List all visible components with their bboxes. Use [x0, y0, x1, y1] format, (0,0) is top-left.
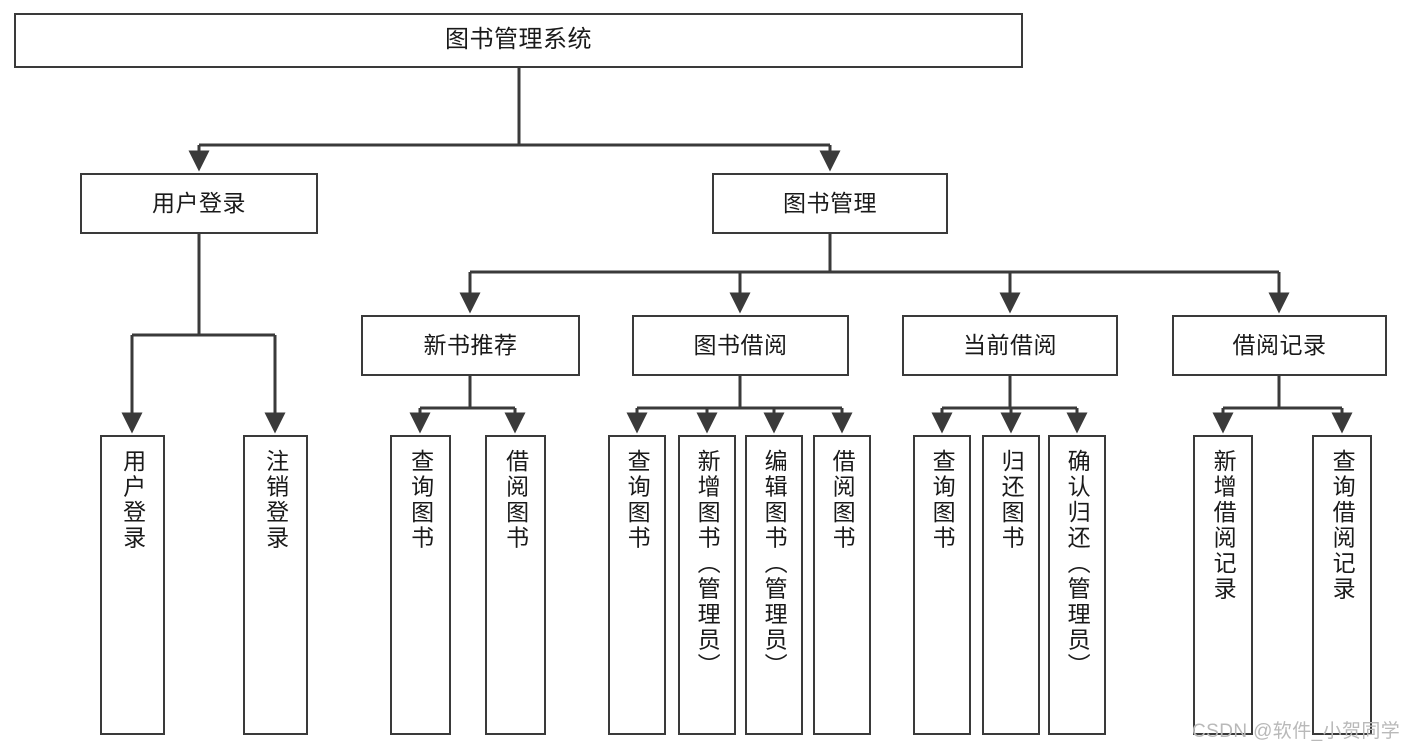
node-leaf-borrow-book-1[interactable]: 借阅图书	[485, 435, 546, 735]
node-book-manage[interactable]: 图书管理	[712, 173, 948, 234]
node-leaf-query-book-2-label: 查询图书	[624, 449, 651, 551]
node-leaf-add-record-label: 新增借阅记录	[1210, 449, 1237, 602]
node-leaf-borrow-book-2-label: 借阅图书	[829, 449, 856, 551]
node-leaf-return-book-label: 归还图书	[998, 449, 1025, 551]
node-leaf-add-book-label: 新增图书（管理员）	[694, 449, 721, 679]
node-leaf-borrow-book-2[interactable]: 借阅图书	[813, 435, 871, 735]
node-borrow-record-label: 借阅记录	[1232, 331, 1327, 358]
node-leaf-query-record[interactable]: 查询借阅记录	[1312, 435, 1372, 735]
node-leaf-confirm-return[interactable]: 确认归还（管理员）	[1048, 435, 1106, 735]
node-user-login[interactable]: 用户登录	[80, 173, 318, 234]
node-leaf-edit-book-label: 编辑图书（管理员）	[761, 449, 788, 679]
node-leaf-edit-book[interactable]: 编辑图书（管理员）	[745, 435, 803, 735]
node-leaf-user-logout[interactable]: 注销登录	[243, 435, 308, 735]
node-user-login-label: 用户登录	[152, 189, 246, 216]
node-leaf-query-book-1[interactable]: 查询图书	[390, 435, 451, 735]
node-book-borrow-label: 图书借阅	[693, 331, 788, 358]
node-leaf-user-login[interactable]: 用户登录	[100, 435, 165, 735]
node-leaf-confirm-return-label: 确认归还（管理员）	[1064, 449, 1091, 679]
node-root[interactable]: 图书管理系统	[14, 13, 1023, 68]
node-root-label: 图书管理系统	[445, 26, 592, 54]
node-leaf-query-book-3[interactable]: 查询图书	[913, 435, 971, 735]
node-leaf-return-book[interactable]: 归还图书	[982, 435, 1040, 735]
node-new-book-recommend[interactable]: 新书推荐	[361, 315, 580, 376]
node-borrow-record[interactable]: 借阅记录	[1172, 315, 1387, 376]
node-leaf-query-book-3-label: 查询图书	[929, 449, 956, 551]
watermark: CSDN @软件_小贺同学	[1192, 721, 1401, 742]
node-leaf-user-login-label: 用户登录	[119, 449, 146, 551]
node-leaf-query-book-2[interactable]: 查询图书	[608, 435, 666, 735]
node-leaf-borrow-book-1-label: 借阅图书	[502, 449, 529, 551]
node-leaf-query-book-1-label: 查询图书	[407, 449, 434, 551]
node-book-manage-label: 图书管理	[783, 189, 877, 216]
node-book-borrow[interactable]: 图书借阅	[632, 315, 849, 376]
node-leaf-add-record[interactable]: 新增借阅记录	[1193, 435, 1253, 735]
node-leaf-user-logout-label: 注销登录	[262, 449, 289, 551]
node-current-borrow-label: 当前借阅	[963, 331, 1057, 358]
node-leaf-query-record-label: 查询借阅记录	[1329, 449, 1356, 602]
node-leaf-add-book[interactable]: 新增图书（管理员）	[678, 435, 736, 735]
node-current-borrow[interactable]: 当前借阅	[902, 315, 1118, 376]
node-new-book-recommend-label: 新书推荐	[423, 331, 518, 358]
